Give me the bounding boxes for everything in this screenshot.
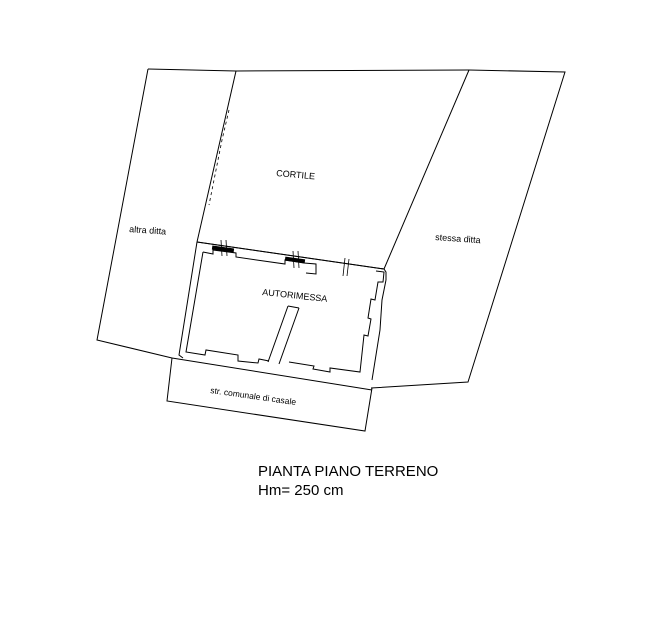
street-strip [166, 357, 373, 432]
garage-walls [178, 239, 387, 381]
plan-height-note: Hm= 250 cm [258, 482, 344, 499]
label-stessa-ditta: stessa ditta [435, 232, 481, 245]
parcel-altra-ditta [96, 68, 173, 359]
label-cortile: CORTILE [276, 168, 316, 181]
label-altra-ditta: altra ditta [129, 224, 167, 237]
label-street: str. comunale di casale [210, 385, 297, 407]
plan-title: PIANTA PIANO TERRENO [258, 463, 439, 480]
label-autorimessa: AUTORIMESSA [262, 287, 328, 304]
parcel-cortile [196, 69, 470, 270]
parcel-stessa-ditta [370, 69, 566, 389]
